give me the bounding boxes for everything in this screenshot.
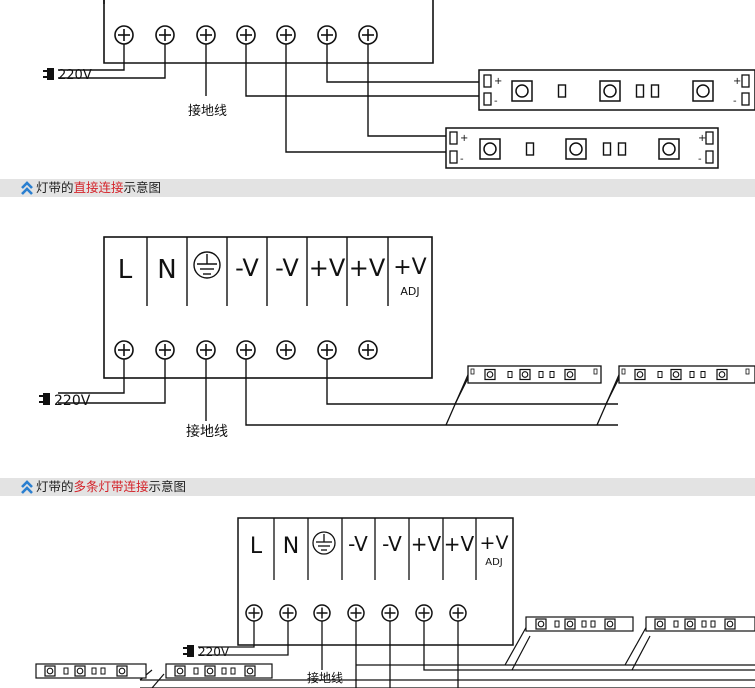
adj-label: ADJ — [400, 285, 419, 298]
terminal-label-pos: +V — [411, 532, 442, 556]
terminal-label-n: N — [157, 255, 176, 285]
svg-text:+: + — [494, 76, 502, 87]
terminal-screw — [196, 340, 216, 360]
terminal-screw — [155, 340, 175, 360]
terminal-screw — [279, 604, 297, 622]
terminal-screw — [358, 340, 378, 360]
terminal-label-pos-adj: +V — [480, 532, 509, 554]
terminal-label-l: L — [118, 255, 133, 285]
power-plug-icon — [42, 67, 55, 81]
terminal-screw — [236, 340, 256, 360]
terminal-screw — [114, 25, 134, 45]
terminal-screw — [245, 604, 263, 622]
terminal-screw — [347, 604, 365, 622]
section-title-multi: 灯带的多条灯带连接示意图 — [36, 479, 187, 494]
power-plug-icon — [182, 644, 195, 658]
terminal-label-pos: +V — [349, 254, 386, 282]
svg-text:+: + — [698, 133, 706, 144]
chevron-up-icon — [21, 181, 33, 195]
svg-text:-: - — [698, 154, 702, 165]
ground-symbol-icon — [312, 531, 336, 555]
terminal-screw — [381, 604, 399, 622]
terminal-screw — [358, 25, 378, 45]
terminal-label-pos-adj: +V — [393, 255, 426, 280]
ground-symbol-icon — [193, 251, 221, 279]
diagram-multi-connection: L N -V -V +V +V +V ADJ — [35, 517, 755, 688]
terminal-label-pos: +V — [444, 532, 475, 556]
section-title-direct: 灯带的直接连接示意图 — [36, 180, 162, 195]
terminal-screw — [313, 604, 331, 622]
terminal-label-neg: -V — [382, 532, 402, 556]
voltage-label: 220V — [54, 393, 91, 409]
svg-text:-: - — [460, 154, 464, 165]
terminal-screw — [236, 25, 256, 45]
led-strip: + - + - — [445, 127, 719, 169]
led-strip — [525, 616, 634, 632]
terminal-label-n: N — [283, 534, 299, 559]
voltage-label: 220V — [58, 68, 92, 83]
power-plug-icon — [38, 392, 51, 406]
terminal-label-neg: -V — [235, 254, 259, 282]
terminal-screw — [415, 604, 433, 622]
section-header-multi: 灯带的多条灯带连接示意图 — [0, 478, 755, 496]
terminal-label-l: L — [250, 534, 263, 559]
diagram-direct-connection: L N -V -V +V +V +V ADJ — [38, 236, 755, 440]
terminal-screw — [317, 25, 337, 45]
led-strip — [618, 365, 755, 384]
terminal-screw — [449, 604, 467, 622]
led-strip — [645, 616, 755, 632]
diagram-top-partial: 220V 接地线 + - + - — [42, 0, 755, 169]
terminal-screw — [155, 25, 175, 45]
terminal-screw — [196, 25, 216, 45]
terminal-label-neg: -V — [275, 254, 299, 282]
ground-label: 接地线 — [188, 103, 227, 119]
svg-text:+: + — [733, 76, 741, 87]
chevron-up-icon — [21, 480, 33, 494]
terminal-screw — [114, 340, 134, 360]
svg-text:-: - — [494, 96, 498, 107]
led-strip — [165, 663, 273, 679]
led-strip — [467, 365, 602, 384]
section-header-direct: 灯带的直接连接示意图 — [0, 179, 755, 197]
terminal-screw — [317, 340, 337, 360]
voltage-label: 220V — [198, 645, 230, 659]
terminal-label-pos: +V — [309, 254, 346, 282]
ground-label: 接地线 — [307, 670, 343, 685]
led-strip: + - + - — [478, 69, 755, 111]
svg-text:-: - — [733, 96, 737, 107]
terminal-screw — [276, 25, 296, 45]
adj-label: ADJ — [485, 557, 503, 568]
led-strip — [35, 663, 147, 679]
svg-text:+: + — [460, 133, 468, 144]
terminal-label-neg: -V — [348, 532, 368, 556]
terminal-screw — [276, 340, 296, 360]
ground-label: 接地线 — [186, 423, 228, 440]
